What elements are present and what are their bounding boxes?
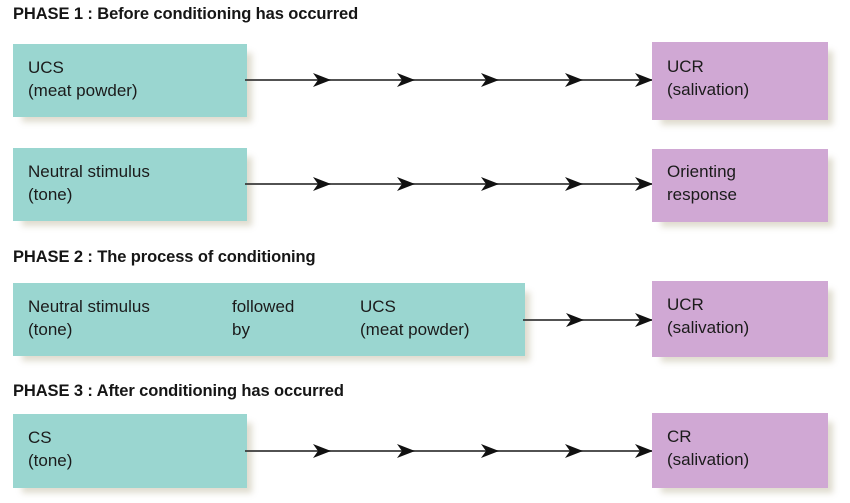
phase-2-arrow — [523, 309, 655, 333]
phase-3-arrow — [245, 440, 655, 464]
phase-3-stimulus-line-1: CS — [28, 428, 52, 447]
phase-1-row-1-response-line-1: UCR — [667, 57, 704, 76]
phase-2-response-line-1: UCR — [667, 295, 704, 314]
phase-1-row-2-stimulus-box: Neutral stimulus (tone) — [13, 148, 247, 221]
phase-1-row-1-stimulus-line-2: (meat powder) — [28, 81, 138, 100]
phase-1-heading: PHASE 1 : Before conditioning has occurr… — [13, 5, 359, 23]
phase-1-row-2-response-line-2: response — [667, 185, 737, 204]
phase-1-row-2-arrow — [245, 173, 655, 197]
phase-1-row-2-stimulus-line-2: (tone) — [28, 185, 73, 204]
phase-3-stimulus-box: CS (tone) — [13, 414, 247, 488]
phase-1-row-1-response-box: UCR (salivation) — [652, 42, 828, 120]
phase-2-stimulus-line-1: Neutral stimulus — [28, 297, 150, 316]
phase-2-connector-line-1: followed — [232, 297, 295, 316]
phase-3-response-line-1: CR — [667, 427, 692, 446]
phase-3-response-line-2: (salivation) — [667, 450, 750, 469]
phase-2-response-box: UCR (salivation) — [652, 281, 828, 357]
phase-3-heading: PHASE 3 : After conditioning has occurre… — [13, 382, 344, 400]
phase-1-row-2-stimulus-line-1: Neutral stimulus — [28, 162, 150, 181]
phase-1-row-2-response-line-1: Orienting — [667, 162, 736, 181]
phase-1-row-1-arrow — [245, 69, 655, 93]
phase-2-response-line-2: (salivation) — [667, 318, 750, 337]
phase-2-heading: PHASE 2 : The process of conditioning — [13, 248, 316, 266]
phase-2-connector-line-2: by — [232, 320, 250, 339]
phase-3-stimulus-line-2: (tone) — [28, 451, 73, 470]
phase-1-row-2-response-box: Orienting response — [652, 149, 828, 222]
phase-2-stimulus-line-2: (tone) — [28, 320, 73, 339]
phase-1-row-1-response-line-2: (salivation) — [667, 80, 750, 99]
phase-1-row-1-stimulus-box: UCS (meat powder) — [13, 44, 247, 117]
phase-3-response-box: CR (salivation) — [652, 413, 828, 488]
phase-2-stimulus-box: Neutral stimulus (tone) followed by UCS … — [13, 283, 525, 356]
phase-1-row-1-stimulus-line-1: UCS — [28, 58, 64, 77]
phase-2-second-stimulus-line-1: UCS — [360, 297, 396, 316]
phase-2-second-stimulus-line-2: (meat powder) — [360, 320, 470, 339]
